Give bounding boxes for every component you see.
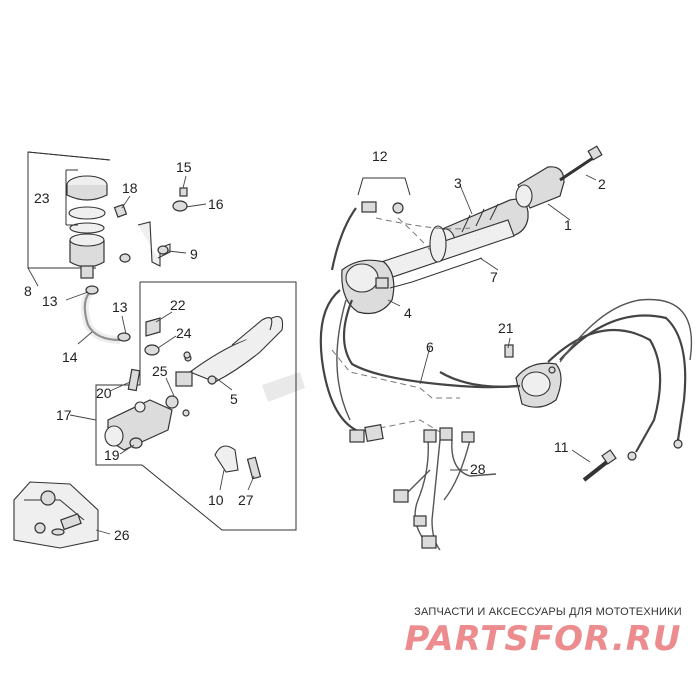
callout-27: 27 [238,492,254,508]
callout-21: 21 [498,320,514,336]
nut-16 [172,200,188,212]
screw-15 [179,187,188,197]
throttle-cable-a [319,289,361,434]
callout-20: 20 [96,385,112,401]
callout-18: 18 [122,180,138,196]
callout-15: 15 [176,159,192,175]
lever-pivot-parts [165,354,217,417]
callout-23: 23 [34,190,50,206]
throttle-connector [336,299,384,443]
watermark-logo: PARTSFOR.RU [404,619,682,659]
callout-16: 16 [208,196,224,212]
master-cylinder-body [104,368,173,451]
switch-cable-right-2 [547,328,662,453]
callout-17: 17 [56,407,72,423]
callout-12: 12 [372,148,388,164]
callout-1: 1 [564,217,572,233]
brake-lever-blade [231,317,273,346]
wiring-harness [393,427,497,551]
callout-3: 3 [454,175,462,191]
tube-leader-bracket [389,257,483,289]
wire-dash-1 [331,349,460,399]
hose-clamp-lower [117,332,131,342]
callout-11: 11 [554,439,569,455]
master-cylinder-group-outline [95,281,297,531]
watermark-banner: ЗАПЧАСТИ И АКСЕССУАРЫ ДЛЯ МОТОТЕХНИКИ [414,606,682,618]
cable-upper [330,207,357,271]
throttle-tube-flange [429,225,447,263]
bar-end-bolt [559,145,603,182]
callout-7: 7 [490,269,498,285]
callout-14: 14 [62,349,78,365]
leader-lines [27,174,597,535]
hose-clamp-upper [85,285,99,295]
callout-10: 10 [208,492,224,508]
cable-adjuster [361,201,404,214]
callout-28: 28 [470,461,486,477]
cable-end-1 [673,439,683,449]
nut-9 [119,245,169,263]
cable-adjuster-11 [582,449,617,482]
reservoir-bracket [137,221,171,267]
cable-adjuster-bracket [357,177,411,196]
callout-22: 22 [170,297,186,313]
callout-4: 4 [404,305,412,321]
callout-9: 9 [190,246,198,262]
callout-8: 8 [24,283,32,299]
banjo-fitting [144,317,191,359]
handlebar-clamp [214,445,262,480]
cable-end-2 [627,451,637,461]
callout-6: 6 [426,339,434,355]
cable-dash-1 [375,217,471,230]
handlebar-shadow [262,372,305,402]
callout-13-lower: 13 [112,299,128,315]
switch-cable-left [439,371,521,388]
switch-cable-right-3 [559,298,693,363]
callout-25: 25 [152,363,168,379]
reservoir-group-bracket [27,151,111,269]
callout-labels: 1 2 3 4 5 6 7 8 9 10 11 12 13 13 14 15 1… [24,148,606,543]
screw-18 [113,203,128,218]
callout-24: 24 [176,325,192,341]
brake-fluid-reservoir [65,169,108,279]
callout-19: 19 [104,447,120,463]
callout-5: 5 [230,391,238,407]
callout-26: 26 [114,527,130,543]
switch-unit [504,344,562,408]
callout-2: 2 [598,176,606,192]
throttle-housing [341,259,395,315]
cable-dash-2 [397,217,431,251]
switch-cable-right-1 [559,314,687,441]
callout-13-upper: 13 [42,293,58,309]
switch-cover [13,481,99,549]
bar-end-weight [515,166,565,209]
